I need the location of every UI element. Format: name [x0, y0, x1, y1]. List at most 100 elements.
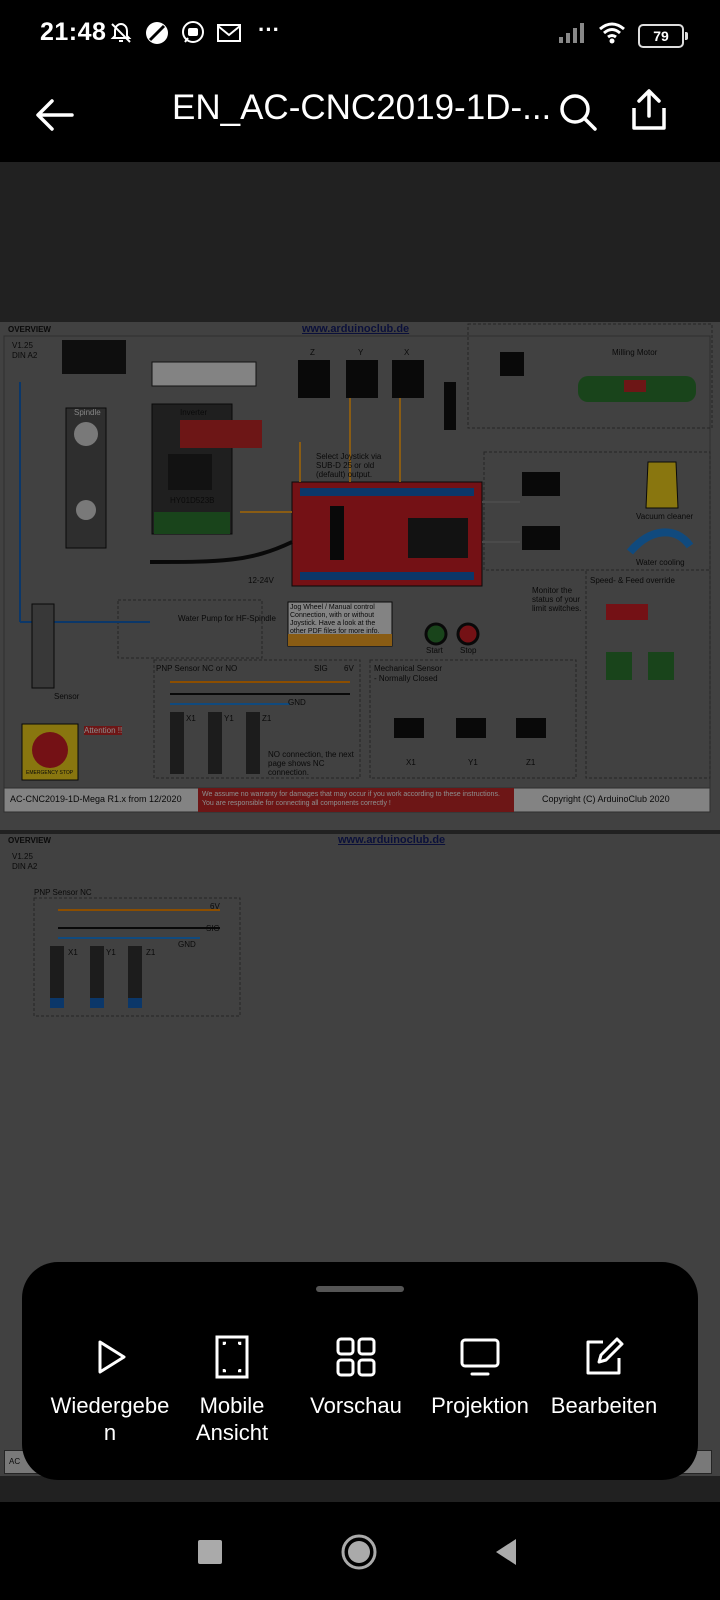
page2-format: DIN A2 [12, 862, 38, 871]
share-icon [632, 89, 666, 130]
edit-icon [542, 1332, 666, 1382]
status-time: 21:48 [40, 18, 107, 46]
water-cooling-label: Water cooling [636, 558, 685, 567]
wifi-icon [598, 22, 626, 49]
back-button[interactable] [30, 90, 80, 140]
mail-icon [216, 20, 242, 46]
mech-sensor-sub-label: - Normally Closed [374, 674, 438, 683]
attention-label: Attention !! [84, 726, 123, 735]
six-volt-label: 6V [344, 664, 354, 673]
spindle-label: Spindle [74, 408, 101, 417]
pnp-sensor-y1: Y1 [224, 714, 234, 723]
play-action-button[interactable]: Wiedergebe n [48, 1332, 172, 1446]
jog-label: Jog Wheel / Manual control Connection, w… [290, 604, 380, 635]
arrow-left-icon [36, 99, 74, 131]
monitor-label: Monitor the status of your limit switche… [532, 586, 582, 613]
action-panel: Wiedergebe n Mobile Ansicht Vorschau Pro… [22, 1262, 698, 1480]
page2-sensor-x1: X1 [68, 948, 78, 957]
mute-icon [108, 20, 134, 46]
document-page-2: OVERVIEW www.arduinoclub.de V1.25 DIN A2… [0, 834, 720, 1334]
recents-button[interactable] [188, 1530, 232, 1574]
home-icon [341, 1534, 377, 1570]
voltage-label: 12-24V [248, 576, 274, 585]
axis-label-y: Y [358, 348, 364, 357]
sensor-label: Sensor [54, 692, 80, 701]
page2-link[interactable]: www.arduinoclub.de [338, 834, 446, 846]
axis-label-z: Z [310, 348, 315, 357]
projection-action-button[interactable]: Projektion [418, 1332, 542, 1419]
page2-diagram [33, 897, 241, 1017]
footer-right: Copyright (C) ArduinoClub 2020 [542, 794, 670, 804]
navigation-bar [0, 1502, 720, 1600]
play-action-label: Wiedergebe n [50, 1393, 170, 1445]
page2-version: V1.25 [12, 852, 33, 861]
mech-sensor-x1: X1 [406, 758, 416, 767]
share-button[interactable] [624, 86, 674, 136]
stop-label: Stop [460, 646, 477, 655]
mech-sensor-label: Mechanical Sensor [374, 664, 443, 673]
recents-icon [198, 1540, 222, 1564]
water-pump-label: Water Pump for HF-Spindle [178, 614, 276, 623]
footer-warning: We assume no warranty for damages that m… [202, 791, 500, 807]
search-button[interactable] [554, 88, 604, 138]
home-button[interactable] [337, 1530, 381, 1574]
joystick-label: Select Joystick via SUB-D 25 or old (def… [316, 452, 382, 479]
status-notification-icons: ··· [108, 17, 280, 46]
page2-gnd-label: GND [178, 940, 196, 949]
inverter-model-label: HY01D523B [170, 496, 215, 505]
page2-six-volt-label: 6V [210, 902, 220, 911]
no-disturb-icon [144, 20, 170, 46]
emergency-stop-label: EMERGENCY STOP [26, 770, 74, 776]
mobile-view-icon [170, 1332, 294, 1382]
back-icon [496, 1539, 516, 1565]
page3-footer-left: AC [9, 1457, 21, 1466]
drag-handle[interactable] [316, 1286, 404, 1292]
signal-icon [558, 22, 586, 49]
wiring-diagram [3, 323, 713, 813]
footer-left: AC-CNC2019-1D-Mega R1.x from 12/2020 [10, 794, 182, 804]
axis-label-x: X [404, 348, 410, 357]
battery-icon: 79 [638, 23, 688, 48]
projection-action-label: Projektion [431, 1393, 529, 1418]
edit-action-label: Bearbeiten [550, 1393, 658, 1418]
mobile-view-action-label: Mobile Ansicht [195, 1393, 269, 1445]
inverter-label: Inverter [180, 408, 208, 417]
speed-feed-label: Speed- & Feed override [590, 576, 675, 585]
milling-motor-label: Milling Motor [612, 348, 658, 357]
pnp-label: PNP Sensor NC or NO [156, 664, 238, 673]
page2-pnp-label: PNP Sensor NC [34, 888, 92, 897]
pnp-sensor-z1: Z1 [262, 714, 272, 723]
page2-sig-label: SIG [206, 924, 220, 933]
chat-icon [180, 20, 206, 46]
preview-action-label: Vorschau [310, 1393, 402, 1418]
page-overview-label: OVERVIEW [8, 325, 51, 334]
page-version: V1.25 [12, 341, 33, 350]
more-dots-icon: ··· [258, 17, 280, 42]
preview-action-button[interactable]: Vorschau [294, 1332, 418, 1419]
grid-preview-icon [294, 1332, 418, 1382]
vacuum-label: Vacuum cleaner [636, 512, 694, 521]
pnp-sensor-x1: X1 [186, 714, 196, 723]
monitor-icon [418, 1332, 542, 1382]
app-bar: EN_AC-CNC2019-1D-... [0, 68, 720, 162]
page2-overview-label: OVERVIEW [8, 836, 51, 845]
status-bar: 21:48 ··· 79 [0, 0, 720, 68]
search-icon [560, 94, 597, 131]
document-page-1: OVERVIEW www.arduinoclub.de V1.25 DIN A2 [0, 322, 720, 830]
play-icon [48, 1332, 172, 1382]
status-system-icons: 79 [558, 22, 688, 49]
mech-sensor-y1: Y1 [468, 758, 478, 767]
page2-sensor-z1: Z1 [146, 948, 156, 957]
mobile-view-action-button[interactable]: Mobile Ansicht [170, 1332, 294, 1446]
sig-label: SIG [314, 664, 328, 673]
page-format: DIN A2 [12, 351, 38, 360]
gnd-label: GND [288, 698, 306, 707]
page-link[interactable]: www.arduinoclub.de [302, 323, 410, 335]
page2-sensor-y1: Y1 [106, 948, 116, 957]
edit-action-button[interactable]: Bearbeiten [542, 1332, 666, 1419]
start-label: Start [426, 646, 443, 655]
back-nav-button[interactable] [484, 1530, 528, 1574]
document-title: EN_AC-CNC2019-1D-... [172, 88, 552, 127]
mech-sensor-z1: Z1 [526, 758, 536, 767]
nc-connection-label: NO connection, the next page shows NC co… [268, 750, 354, 777]
